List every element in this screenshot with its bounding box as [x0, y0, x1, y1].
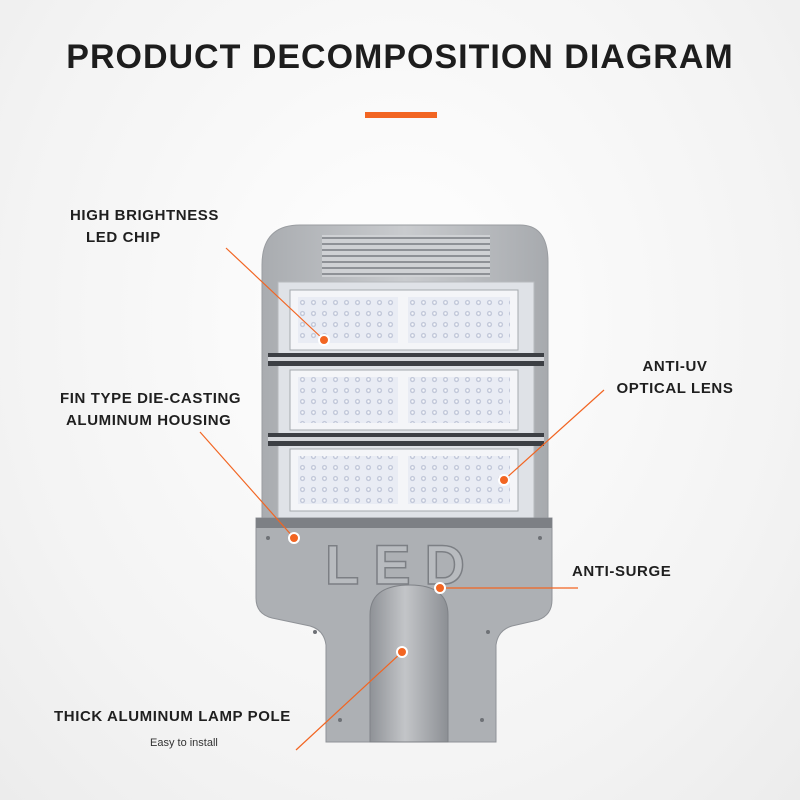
marker-surge	[434, 582, 446, 594]
callout-housing: FIN TYPE DIE-CASTING ALUMINUM HOUSING	[60, 388, 241, 432]
callout-chip: HIGH BRIGHTNESS LED CHIP	[70, 205, 219, 249]
callout-housing-line2: ALUMINUM HOUSING	[66, 412, 232, 429]
callout-lens-line2: OPTICAL LENS	[616, 380, 734, 397]
callout-chip-line2: LED CHIP	[86, 229, 161, 246]
callout-chip-line1: HIGH BRIGHTNESS	[70, 207, 220, 224]
callout-surge: ANTI-SURGE	[572, 561, 671, 583]
leader-line-lens	[503, 389, 605, 481]
callout-surge-line1: ANTI-SURGE	[572, 563, 672, 580]
marker-lens	[498, 474, 510, 486]
led-module-1	[289, 289, 519, 351]
callout-pole: THICK ALUMINUM LAMP POLE	[54, 706, 291, 728]
marker-chip	[318, 334, 330, 346]
led-module-2	[289, 369, 519, 431]
marker-pole	[396, 646, 408, 658]
callout-pole-sub: Easy to install	[150, 737, 218, 749]
callout-lens: ANTI-UV OPTICAL LENS	[610, 356, 740, 400]
pole-socket	[369, 584, 449, 743]
leader-line-housing	[199, 431, 295, 539]
callout-lens-line1: ANTI-UV	[642, 358, 708, 375]
page-title: PRODUCT DECOMPOSITION DIAGRAM	[66, 38, 734, 76]
callout-housing-line1: FIN TYPE DIE-CASTING	[60, 390, 242, 407]
leader-line-pole	[295, 651, 403, 751]
leader-line-chip	[225, 247, 325, 341]
title-accent-bar	[365, 112, 437, 118]
vent-fins	[322, 235, 490, 277]
led-module-3	[289, 448, 519, 512]
marker-housing	[288, 532, 300, 544]
callout-pole-line1: THICK ALUMINUM LAMP POLE	[54, 708, 291, 725]
